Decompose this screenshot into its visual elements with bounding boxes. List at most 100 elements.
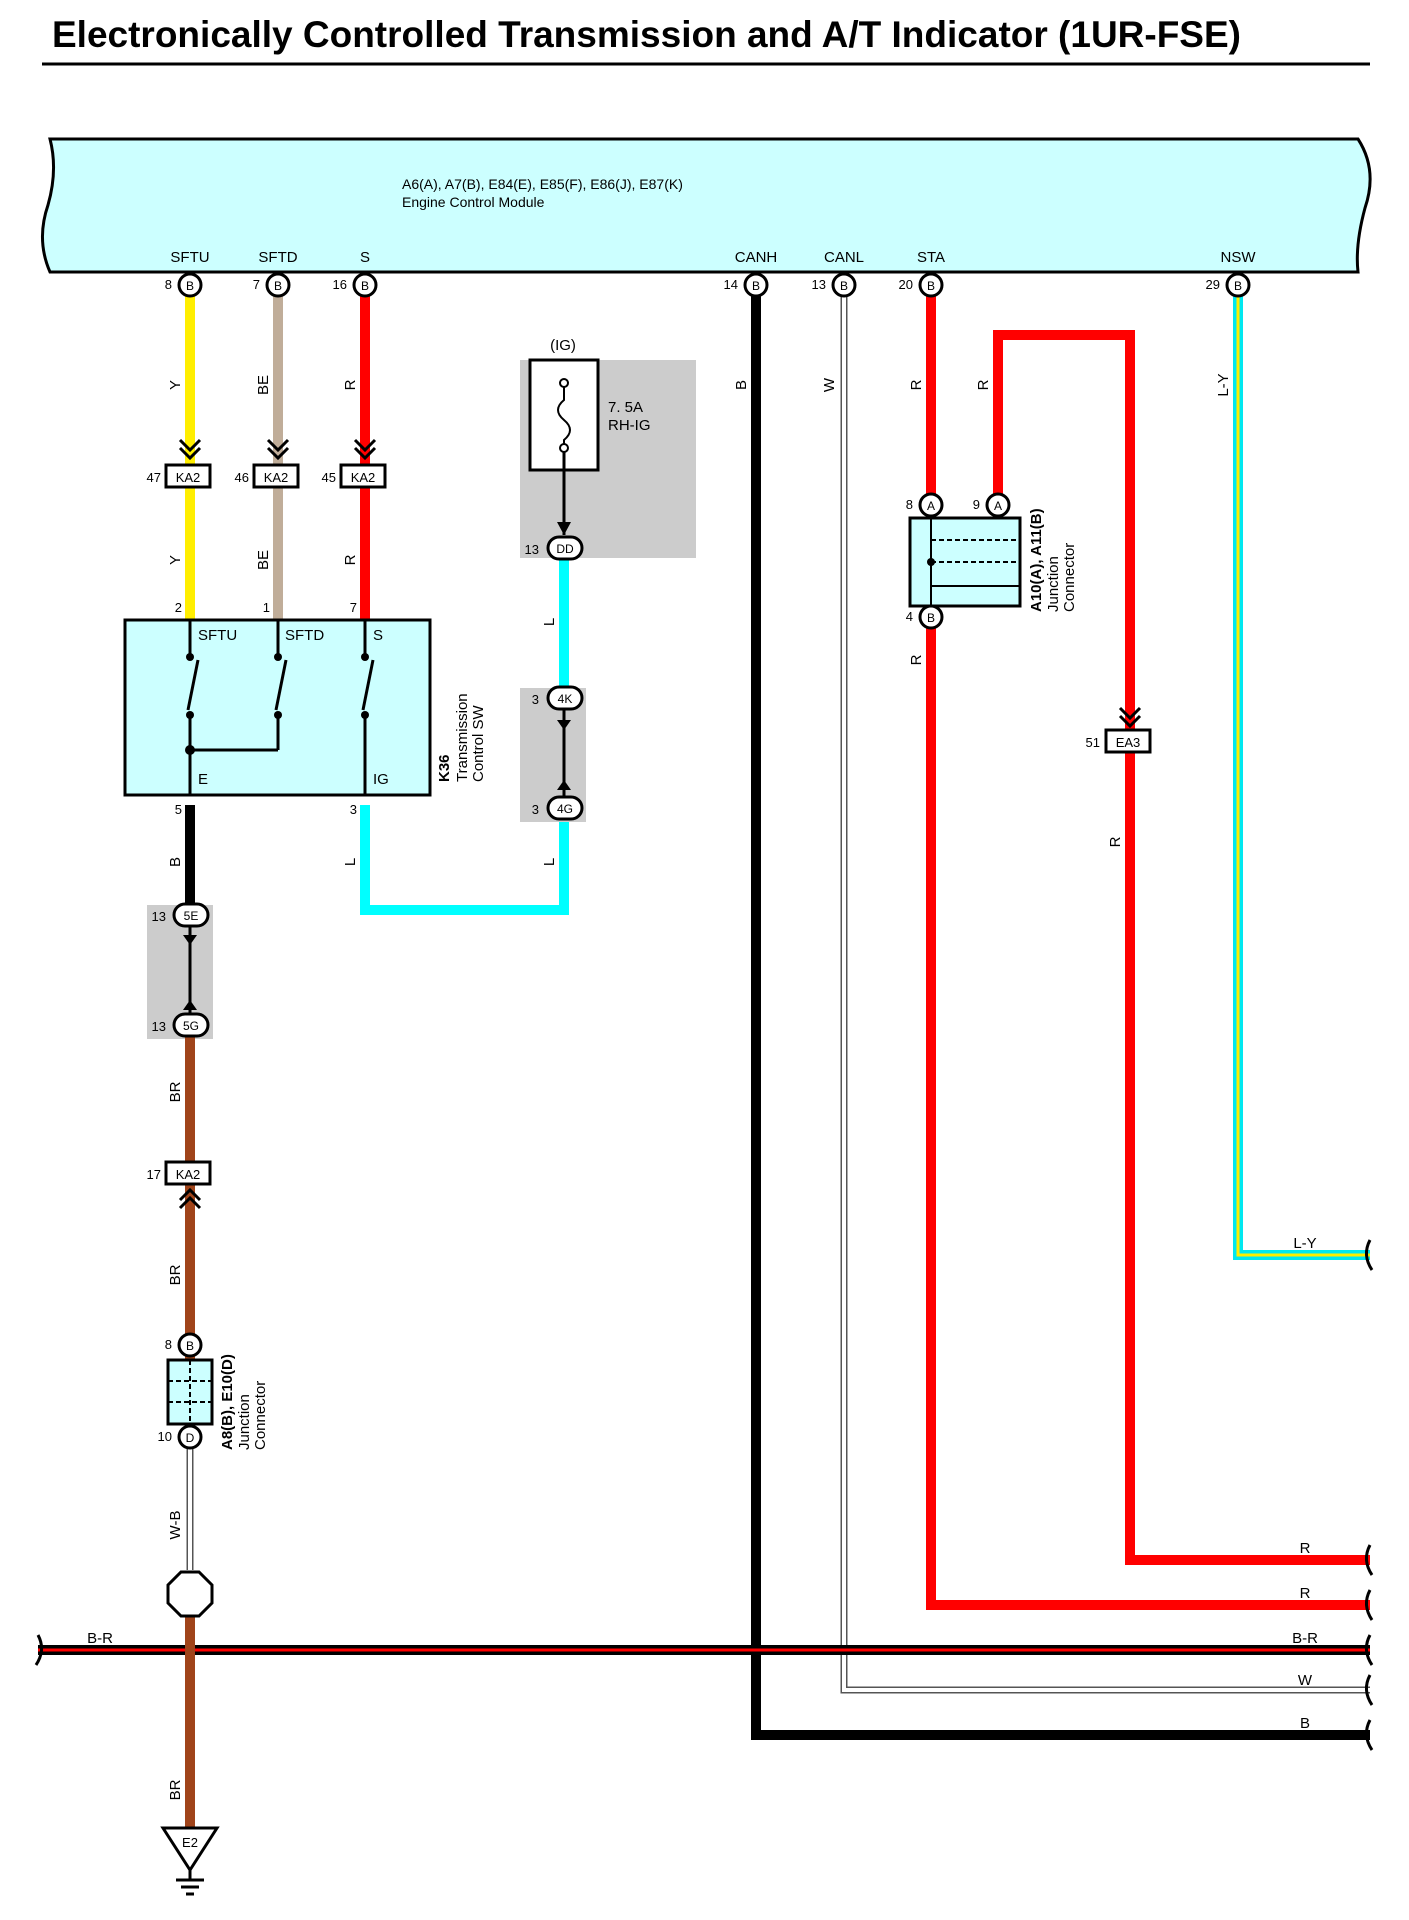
break-mark-left (34, 1634, 43, 1666)
wire-label-r-2: R (342, 554, 359, 565)
ecm-pin-nsw: B 29 (1206, 272, 1251, 298)
wire-label-r-sta: R (908, 379, 925, 390)
fuse-name-label: RH-IG (608, 417, 651, 434)
fuse-icon (557, 383, 571, 452)
wire-canl-w (842, 295, 1370, 1692)
connector-dd-13: DD 13 (525, 535, 584, 561)
svg-text:3: 3 (532, 692, 539, 707)
ecm-pin-sta: B 20 (899, 272, 944, 298)
ecm-pin-name-sftu: SFTU (170, 249, 209, 266)
wire-label-w-right: W (1298, 1672, 1313, 1689)
ecm-connector-label: A6(A), A7(B), E84(E), E85(F), E86(J), E8… (402, 176, 683, 192)
wire-label-wb: W-B (167, 1511, 184, 1540)
ecm-name-label: Engine Control Module (402, 194, 545, 210)
svg-text:3: 3 (532, 802, 539, 817)
svg-text:8: 8 (165, 1337, 172, 1352)
fuse-rating-label: 7. 5A (608, 399, 643, 416)
svg-text:13: 13 (525, 542, 539, 557)
svg-text:Control SW: Control SW (470, 704, 487, 782)
wire-label-br-left: B-R (87, 1630, 113, 1647)
svg-text:D: D (186, 1431, 195, 1445)
svg-text:E: E (198, 771, 208, 788)
svg-text:E2: E2 (182, 1835, 198, 1850)
svg-text:SFTD: SFTD (285, 627, 324, 644)
ecm-pin-s: B 16 (333, 272, 378, 298)
svg-text:KA2: KA2 (176, 1167, 201, 1182)
svg-text:B: B (752, 279, 760, 293)
wire-label-b-canh: B (733, 380, 750, 390)
svg-text:10: 10 (158, 1429, 172, 1444)
svg-text:5G: 5G (183, 1019, 199, 1033)
wire-label-br-3: BR (167, 1779, 184, 1800)
ecm-pin-canh: B 14 (724, 272, 769, 298)
wire-canh-b (751, 295, 1370, 1740)
svg-text:13: 13 (152, 1019, 166, 1034)
fuse-source-label: (IG) (550, 337, 576, 354)
wire-label-y-2: Y (167, 555, 184, 565)
svg-text:51: 51 (1086, 735, 1100, 750)
svg-text:45: 45 (322, 470, 336, 485)
ground-icon: E2 (160, 1826, 220, 1896)
wire-label-br-right: B-R (1292, 1630, 1318, 1647)
svg-text:IG: IG (373, 771, 389, 788)
svg-text:3: 3 (350, 802, 357, 817)
svg-text:46: 46 (235, 470, 249, 485)
ecm-pin-name-canl: CANL (824, 249, 864, 266)
connector-ka2-45: KA2 45 (322, 438, 387, 489)
svg-text:KA2: KA2 (176, 470, 201, 485)
wire-r-4b (926, 612, 1370, 1610)
svg-text:B: B (186, 279, 194, 293)
ecm-pin-name-s: S (360, 249, 370, 266)
connector-ea3-51: EA3 51 (1086, 706, 1152, 754)
wire-label-ly-right: L-Y (1293, 1235, 1316, 1252)
svg-text:5: 5 (175, 802, 182, 817)
svg-text:20: 20 (899, 277, 913, 292)
svg-text:A: A (927, 499, 935, 513)
connector-ka2-17: KA2 17 (147, 1160, 212, 1210)
wire-label-r-right-2: R (1300, 1585, 1311, 1602)
connector-ka2-47: KA2 47 (147, 438, 212, 489)
svg-text:29: 29 (1206, 277, 1220, 292)
svg-text:16: 16 (333, 277, 347, 292)
svg-text:47: 47 (147, 470, 161, 485)
svg-text:B: B (927, 279, 935, 293)
svg-text:5E: 5E (184, 909, 199, 923)
ecm-pin-name-nsw: NSW (1221, 249, 1257, 266)
wire-label-ly-nsw: L-Y (1215, 373, 1232, 396)
wire-label-br-1: BR (167, 1081, 184, 1102)
transmission-control-switch: 2 1 7 SFTU SFTD S E IG 5 3 K36 Tr (123, 600, 487, 817)
connector-ka2-46: KA2 46 (235, 438, 300, 489)
svg-text:8: 8 (165, 277, 172, 292)
wire-label-b-e: B (167, 857, 184, 867)
svg-text:Junction: Junction (1045, 556, 1062, 612)
wire-label-w-canl: W (821, 377, 838, 392)
wire-label-r-4b: R (908, 654, 925, 665)
wire-label-be-1: BE (255, 375, 272, 395)
splice-connector-5e: 5E 13 (152, 902, 210, 928)
wire-label-l-2: L (342, 858, 359, 866)
ecm-pin-name-sta: STA (917, 249, 945, 266)
svg-text:B: B (927, 611, 935, 625)
svg-text:K36: K36 (436, 754, 453, 782)
svg-text:B: B (1234, 279, 1242, 293)
svg-text:7: 7 (350, 600, 357, 615)
splice-connector-4k: 4K 3 (532, 685, 584, 711)
ecm-box (40, 137, 1372, 274)
ecm-pin-name-canh: CANH (735, 249, 778, 266)
junction-connector-a8: B 8 D 10 A8(B), E10(D) Junction Connecto… (158, 1332, 269, 1450)
ecm-pin-name-sftd: SFTD (258, 249, 297, 266)
wire-label-l-1: L (541, 618, 558, 626)
splice-connector-4g: 4G 3 (532, 795, 584, 821)
junction-connector-a10: A 8 A 9 B 4 A10(A), A11(B) Junction Conn… (906, 492, 1078, 630)
svg-text:14: 14 (724, 277, 738, 292)
wire-label-b-right: B (1300, 1715, 1310, 1732)
svg-text:KA2: KA2 (264, 470, 289, 485)
svg-text:4K: 4K (558, 692, 573, 706)
page-title: Electronically Controlled Transmission a… (52, 14, 1241, 55)
svg-text:B: B (361, 279, 369, 293)
svg-text:A: A (994, 499, 1002, 513)
svg-text:2: 2 (175, 600, 182, 615)
wire-label-be-2: BE (255, 550, 272, 570)
svg-text:B: B (840, 279, 848, 293)
